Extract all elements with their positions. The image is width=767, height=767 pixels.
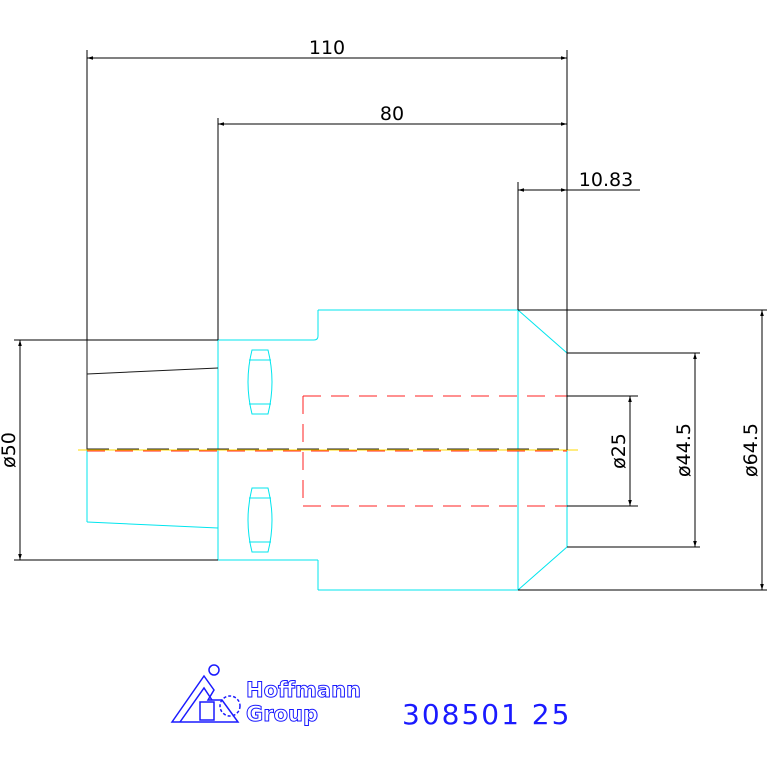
dim-110-label: 110 (309, 37, 345, 59)
neck-step (313, 310, 319, 341)
hoffmann-group-logo-icon (170, 664, 241, 723)
slot-upper (247, 349, 273, 415)
slot-lower (247, 487, 273, 553)
shank-upper-edge (86, 367, 219, 375)
chamfer-top (517, 309, 568, 354)
part-section-edges (86, 340, 219, 450)
dim-dia50-label: ø50 (0, 432, 20, 468)
hidden-bore (87, 395, 567, 507)
dim-80-label: 80 (380, 103, 404, 125)
dim-10-83-label: 10.83 (579, 169, 633, 191)
dimensions (14, 50, 767, 591)
chamfer-bottom (517, 546, 568, 591)
dim-dia44-5-label: ø44.5 (673, 423, 695, 477)
brand-name-line1: Hoffmann (246, 678, 361, 702)
dim-dia25-label: ø25 (608, 433, 630, 469)
shank-lower-edge (86, 521, 219, 529)
dim-dia64-5-label: ø64.5 (740, 423, 762, 477)
article-number: 308501 25 (402, 698, 571, 731)
part-outline (86, 309, 568, 591)
brand-name-line2: Group (246, 702, 318, 726)
